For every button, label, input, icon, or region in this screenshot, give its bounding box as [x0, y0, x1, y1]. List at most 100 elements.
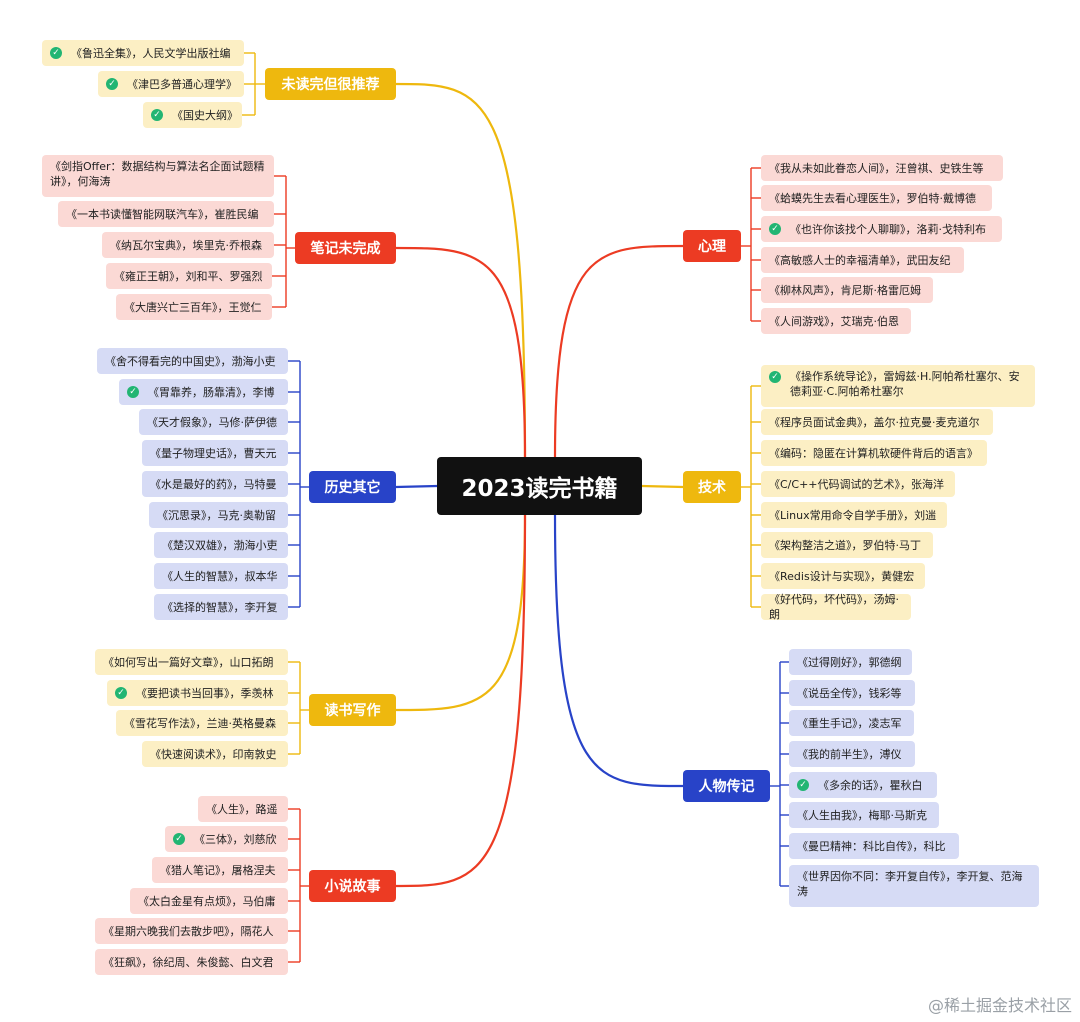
check-icon: ✓: [106, 78, 118, 90]
book-item[interactable]: ✓《多余的话》，瞿秋白: [789, 772, 937, 798]
book-item[interactable]: ✓《鲁迅全集》，人民文学出版社编: [42, 40, 244, 66]
watermark: @稀土掘金技术社区: [927, 996, 1072, 1015]
book-title: 《纳瓦尔宝典》，埃里克·乔根森: [110, 238, 262, 252]
book-title: 《Linux常用命令自学手册》，刘遄: [769, 508, 937, 522]
book-item[interactable]: 《狂飙》，徐纪周、朱俊懿、白文君: [95, 949, 288, 975]
book-title: 《狂飙》，徐纪周、朱俊懿、白文君: [103, 955, 274, 969]
book-item[interactable]: ✓《胃靠养，肠靠清》，李博: [119, 379, 288, 405]
book-item[interactable]: 《剑指Offer：数据结构与算法名企面试题精讲》，何海涛: [42, 155, 274, 197]
book-item[interactable]: 《选择的智慧》，李开复: [154, 594, 288, 620]
branch-node-tech[interactable]: 技术: [683, 471, 741, 503]
book-item[interactable]: 《编码：隐匿在计算机软硬件背后的语言》: [761, 440, 987, 466]
book-item[interactable]: 《天才假象》，马修·萨伊德: [139, 409, 288, 435]
book-item[interactable]: 《人生》，路遥: [198, 796, 288, 822]
book-item[interactable]: ✓ 《也许你该找个人聊聊》，洛莉·戈特利布: [761, 216, 1002, 242]
root-node[interactable]: 2023读完书籍: [437, 457, 642, 515]
branch-node-psych[interactable]: 心理: [683, 230, 741, 262]
branch-connector-history: [395, 484, 438, 489]
book-item[interactable]: 《人生由我》，梅耶·马斯克: [789, 802, 939, 828]
book-item[interactable]: 《柳林风声》，肯尼斯·格雷厄姆: [761, 277, 933, 303]
book-title: 《好代码，坏代码》，汤姆·朗: [769, 593, 899, 621]
book-title: 《猎人笔记》，屠格涅夫: [160, 863, 276, 877]
book-item[interactable]: 《一本书读懂智能网联汽车》，崔胜民编: [58, 201, 274, 227]
book-item[interactable]: 《如何写出一篇好文章》，山口拓朗: [95, 649, 288, 675]
branch-connector-psych: [553, 244, 684, 458]
book-title: 《高敏感人士的幸福清单》，武田友纪: [769, 253, 951, 267]
book-item[interactable]: 《好代码，坏代码》，汤姆·朗: [761, 593, 911, 621]
check-icon: ✓: [769, 371, 781, 383]
book-item[interactable]: 《蛤蟆先生去看心理医生》，罗伯特·戴博德: [761, 185, 992, 211]
book-title: 《说岳全传》，钱彩等: [797, 686, 902, 700]
branch-node-reading[interactable]: 读书写作: [309, 694, 396, 726]
book-title: 《人生由我》，梅耶·马斯克: [797, 808, 927, 822]
book-item[interactable]: 《水是最好的药》，马特曼: [142, 471, 288, 497]
book-item[interactable]: 《程序员面试金典》，盖尔·拉克曼·麦克道尔: [761, 409, 993, 435]
book-item[interactable]: ✓《国史大纲》: [143, 102, 242, 128]
book-title: 《C/C++代码调试的艺术》，张海洋: [769, 477, 944, 491]
book-item[interactable]: 《曼巴精神：科比自传》，科比: [789, 833, 959, 859]
book-title: 《柳林风声》，肯尼斯·格雷厄姆: [769, 283, 921, 297]
book-item[interactable]: 《C/C++代码调试的艺术》，张海洋: [761, 471, 955, 497]
book-item[interactable]: 《楚汉双雄》，渤海小吏: [154, 532, 288, 558]
book-item[interactable]: 《猎人笔记》，屠格涅夫: [152, 857, 288, 883]
branch-node-unread[interactable]: 未读完但很推荐: [265, 68, 396, 100]
book-title: 《国史大纲》: [172, 108, 238, 122]
book-item[interactable]: 《太白金星有点烦》，马伯庸: [130, 888, 288, 914]
book-title: 《水是最好的药》，马特曼: [150, 477, 277, 491]
book-item[interactable]: ✓ 《津巴多普通心理学》: [98, 71, 244, 97]
book-title: 《选择的智慧》，李开复: [162, 600, 278, 614]
book-item[interactable]: 《Linux常用命令自学手册》，刘遄: [761, 502, 947, 528]
book-title: 《人生的智慧》，叔本华: [162, 569, 278, 583]
check-icon: ✓: [127, 386, 139, 398]
book-title: 《鲁迅全集》，人民文学出版社编: [71, 46, 231, 60]
book-title: 《重生手记》，凌志军: [797, 716, 902, 730]
book-item[interactable]: 《人间游戏》，艾瑞克·伯恩: [761, 308, 911, 334]
branch-node-bio[interactable]: 人物传记: [683, 770, 770, 802]
book-item[interactable]: 《重生手记》，凌志军: [789, 710, 914, 736]
book-item[interactable]: 《人生的智慧》，叔本华: [154, 563, 288, 589]
book-title: 《要把读书当回事》，季羡林: [136, 686, 274, 700]
branch-node-novel[interactable]: 小说故事: [309, 870, 396, 902]
book-item[interactable]: 《大唐兴亡三百年》，王觉仁: [116, 294, 272, 320]
branch-connector-unread: [395, 82, 527, 458]
branch-node-notes[interactable]: 笔记未完成: [295, 232, 396, 264]
book-item[interactable]: 《架构整洁之道》，罗伯特·马丁: [761, 532, 933, 558]
book-title: 《一本书读懂智能网联汽车》，崔胜民编: [66, 207, 259, 221]
book-item[interactable]: 《沉思录》，马克·奥勒留: [149, 502, 288, 528]
book-item[interactable]: 《说岳全传》，钱彩等: [789, 680, 915, 706]
book-title: 《楚汉双雄》，渤海小吏: [162, 538, 278, 552]
book-title: 《剑指Offer：数据结构与算法名企面试题精讲》，何海涛: [50, 160, 265, 188]
book-item[interactable]: 《快速阅读术》，印南敦史: [142, 741, 288, 767]
book-item[interactable]: 《雪花写作法》，兰迪·英格曼森: [116, 710, 288, 736]
book-item[interactable]: 《舍不得看完的中国史》，渤海小吏: [97, 348, 288, 374]
book-item[interactable]: 《高敏感人士的幸福清单》，武田友纪: [761, 247, 964, 273]
book-title: 《人生》，路遥: [206, 802, 278, 816]
book-item[interactable]: 《雍正王朝》，刘和平、罗强烈: [106, 263, 272, 289]
book-title: 《雪花写作法》，兰迪·英格曼森: [124, 716, 276, 730]
book-title: 《也许你该找个人聊聊》，洛莉·戈特利布: [790, 222, 986, 236]
book-item[interactable]: 《过得刚好》，郭德纲: [789, 649, 912, 675]
book-item[interactable]: 《我的前半生》，溥仪: [789, 741, 915, 767]
check-icon: ✓: [115, 687, 127, 699]
branch-connector-novel: [395, 514, 527, 888]
book-item[interactable]: 《我从未如此眷恋人间》，汪曾祺、史铁生等: [761, 155, 1003, 181]
book-item[interactable]: ✓《操作系统导论》，雷姆兹·H.阿帕希杜塞尔、安德莉亚·C.阿帕希杜塞尔: [761, 365, 1035, 407]
book-title: 《雍正王朝》，刘和平、罗强烈: [114, 269, 263, 283]
book-title: 《多余的话》，瞿秋白: [818, 778, 923, 792]
book-title: 《Redis设计与实现》，黄健宏: [769, 569, 915, 583]
book-item[interactable]: 《Redis设计与实现》，黄健宏: [761, 563, 925, 589]
book-item[interactable]: ✓《三体》，刘慈欣: [165, 826, 288, 852]
book-title: 《人间游戏》，艾瑞克·伯恩: [769, 314, 899, 328]
check-icon: ✓: [173, 833, 185, 845]
book-item[interactable]: 《世界因你不同：李开复自传》，李开复、范海涛: [789, 865, 1039, 907]
check-icon: ✓: [769, 223, 781, 235]
book-item[interactable]: 《星期六晚我们去散步吧》，隔花人: [95, 918, 288, 944]
book-item[interactable]: 《纳瓦尔宝典》，埃里克·乔根森: [102, 232, 274, 258]
book-title: 《大唐兴亡三百年》，王觉仁: [124, 300, 262, 314]
book-title: 《过得刚好》，郭德纲: [797, 655, 902, 669]
book-item[interactable]: 《量子物理史话》，曹天元: [142, 440, 288, 466]
book-title: 《津巴多普通心理学》: [127, 77, 237, 91]
book-item[interactable]: ✓ 《要把读书当回事》，季羡林: [107, 680, 288, 706]
branch-node-history[interactable]: 历史其它: [309, 471, 396, 503]
